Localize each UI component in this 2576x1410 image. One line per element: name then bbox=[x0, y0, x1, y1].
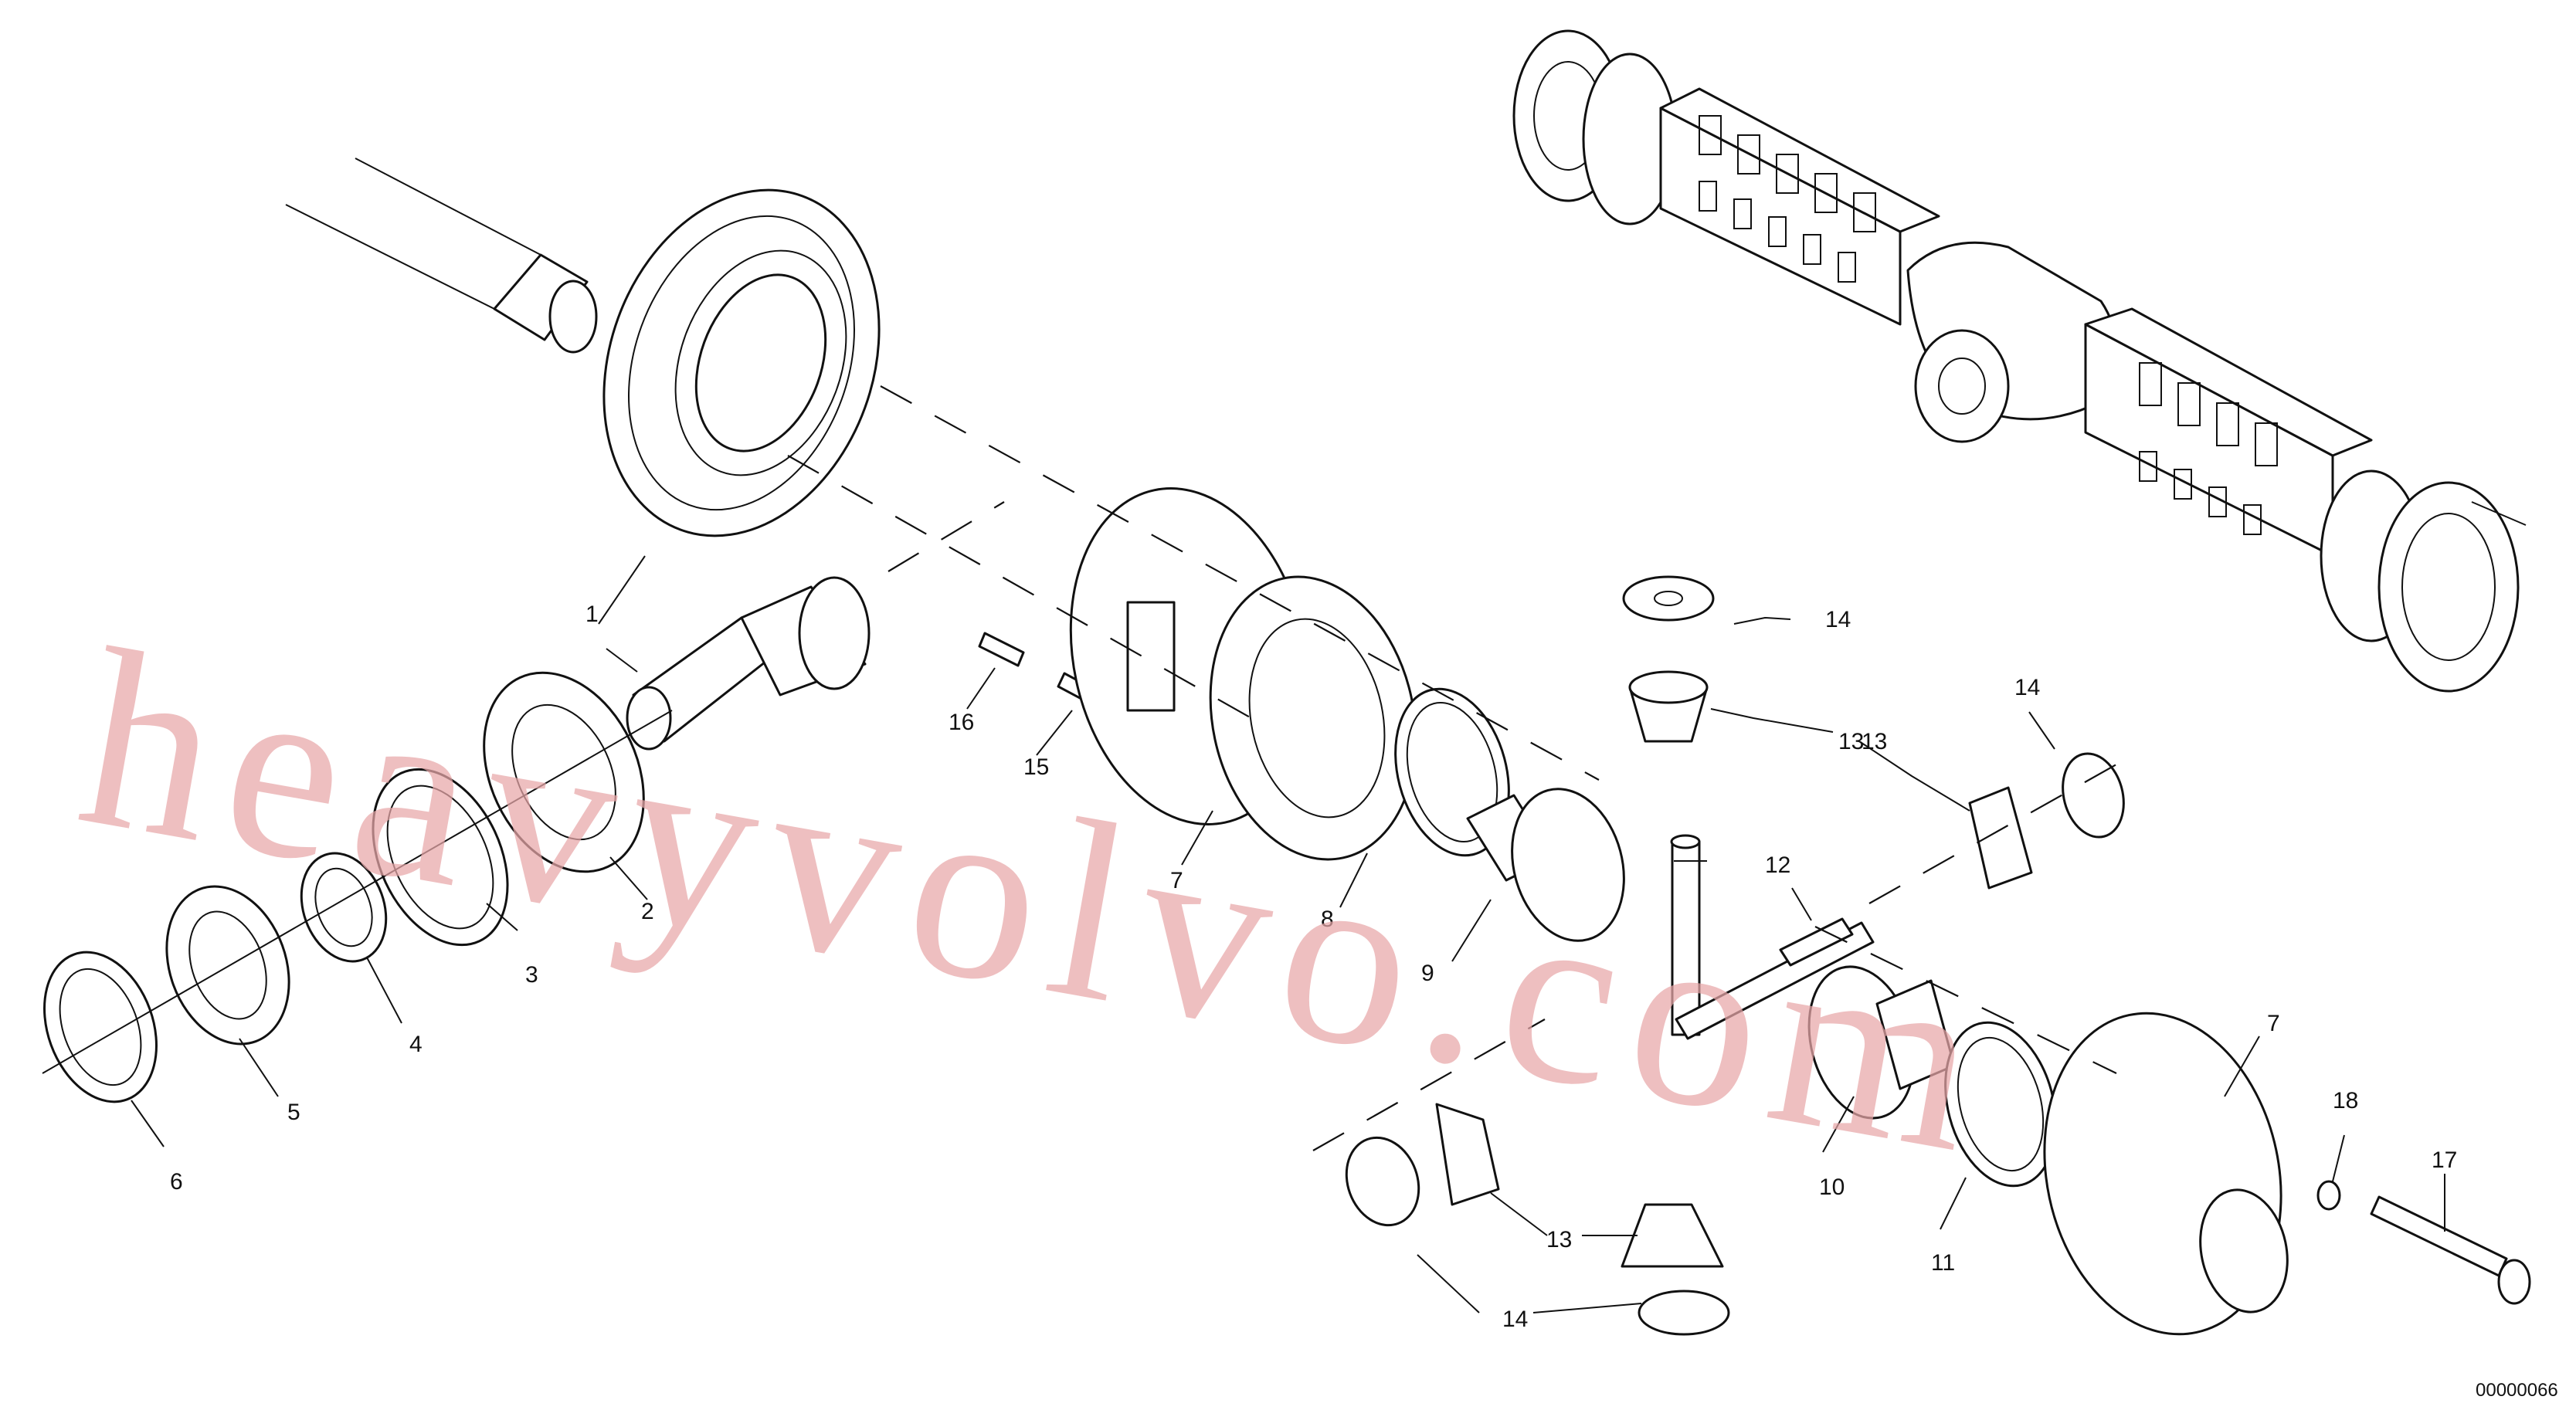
thrust-washer-11 bbox=[1944, 1021, 2057, 1188]
planet-pinions bbox=[1345, 575, 2125, 1336]
callout-10: 10 bbox=[1819, 1174, 1845, 1200]
callout-1: 1 bbox=[585, 602, 599, 627]
callout-6: 6 bbox=[170, 1169, 183, 1195]
assembly-axes bbox=[787, 385, 2117, 1151]
callout-17: 17 bbox=[2432, 1147, 2457, 1173]
callout-14-top: 14 bbox=[1825, 607, 1851, 632]
input-shaft bbox=[285, 158, 598, 354]
callout-15: 15 bbox=[1023, 754, 1049, 780]
callout-7-left: 7 bbox=[1170, 868, 1183, 893]
callout-3: 3 bbox=[525, 962, 538, 988]
callout-9: 9 bbox=[1421, 961, 1434, 986]
callout-16: 16 bbox=[949, 710, 974, 735]
differential-case-right bbox=[2043, 1012, 2289, 1336]
shim-3 bbox=[372, 768, 509, 947]
callout-13-right: 13 bbox=[1862, 729, 1887, 754]
washer-and-bolt bbox=[2316, 1180, 2531, 1305]
callout-2: 2 bbox=[641, 899, 654, 924]
differential-case-left bbox=[1069, 487, 1417, 861]
callout-4: 4 bbox=[409, 1032, 423, 1057]
leader-lines bbox=[131, 555, 2445, 1313]
callout-numbers: 1 2 3 4 5 6 7 7 8 9 10 11 12 13 13 13 14… bbox=[170, 602, 2457, 1332]
pinion-shaft bbox=[626, 576, 871, 751]
callout-8: 8 bbox=[1321, 907, 1334, 932]
side-gear-9 bbox=[1466, 788, 1625, 942]
side-gear-10 bbox=[1807, 965, 1956, 1120]
callout-14-bottom: 14 bbox=[1502, 1307, 1528, 1332]
callout-12: 12 bbox=[1765, 852, 1790, 878]
axle-assembly-overview bbox=[1512, 29, 2527, 693]
callout-11: 11 bbox=[1931, 1250, 1955, 1276]
callout-7-right: 7 bbox=[2267, 1011, 2280, 1036]
watermark-text: heavyvolvo.com bbox=[63, 595, 2013, 1208]
callout-13-bottom: 13 bbox=[1546, 1227, 1572, 1252]
ring-gear bbox=[602, 188, 881, 537]
callout-18: 18 bbox=[2333, 1088, 2358, 1113]
callout-13-top: 13 bbox=[1838, 729, 1864, 754]
bearing-5 bbox=[165, 885, 290, 1046]
drawing-code: 00000066 bbox=[2476, 1380, 2558, 1401]
callout-5: 5 bbox=[287, 1100, 300, 1125]
seal-6 bbox=[43, 951, 158, 1103]
spacer-4 bbox=[300, 852, 388, 963]
pinion-axis bbox=[42, 710, 673, 1074]
callout-14-right: 14 bbox=[2014, 675, 2040, 700]
